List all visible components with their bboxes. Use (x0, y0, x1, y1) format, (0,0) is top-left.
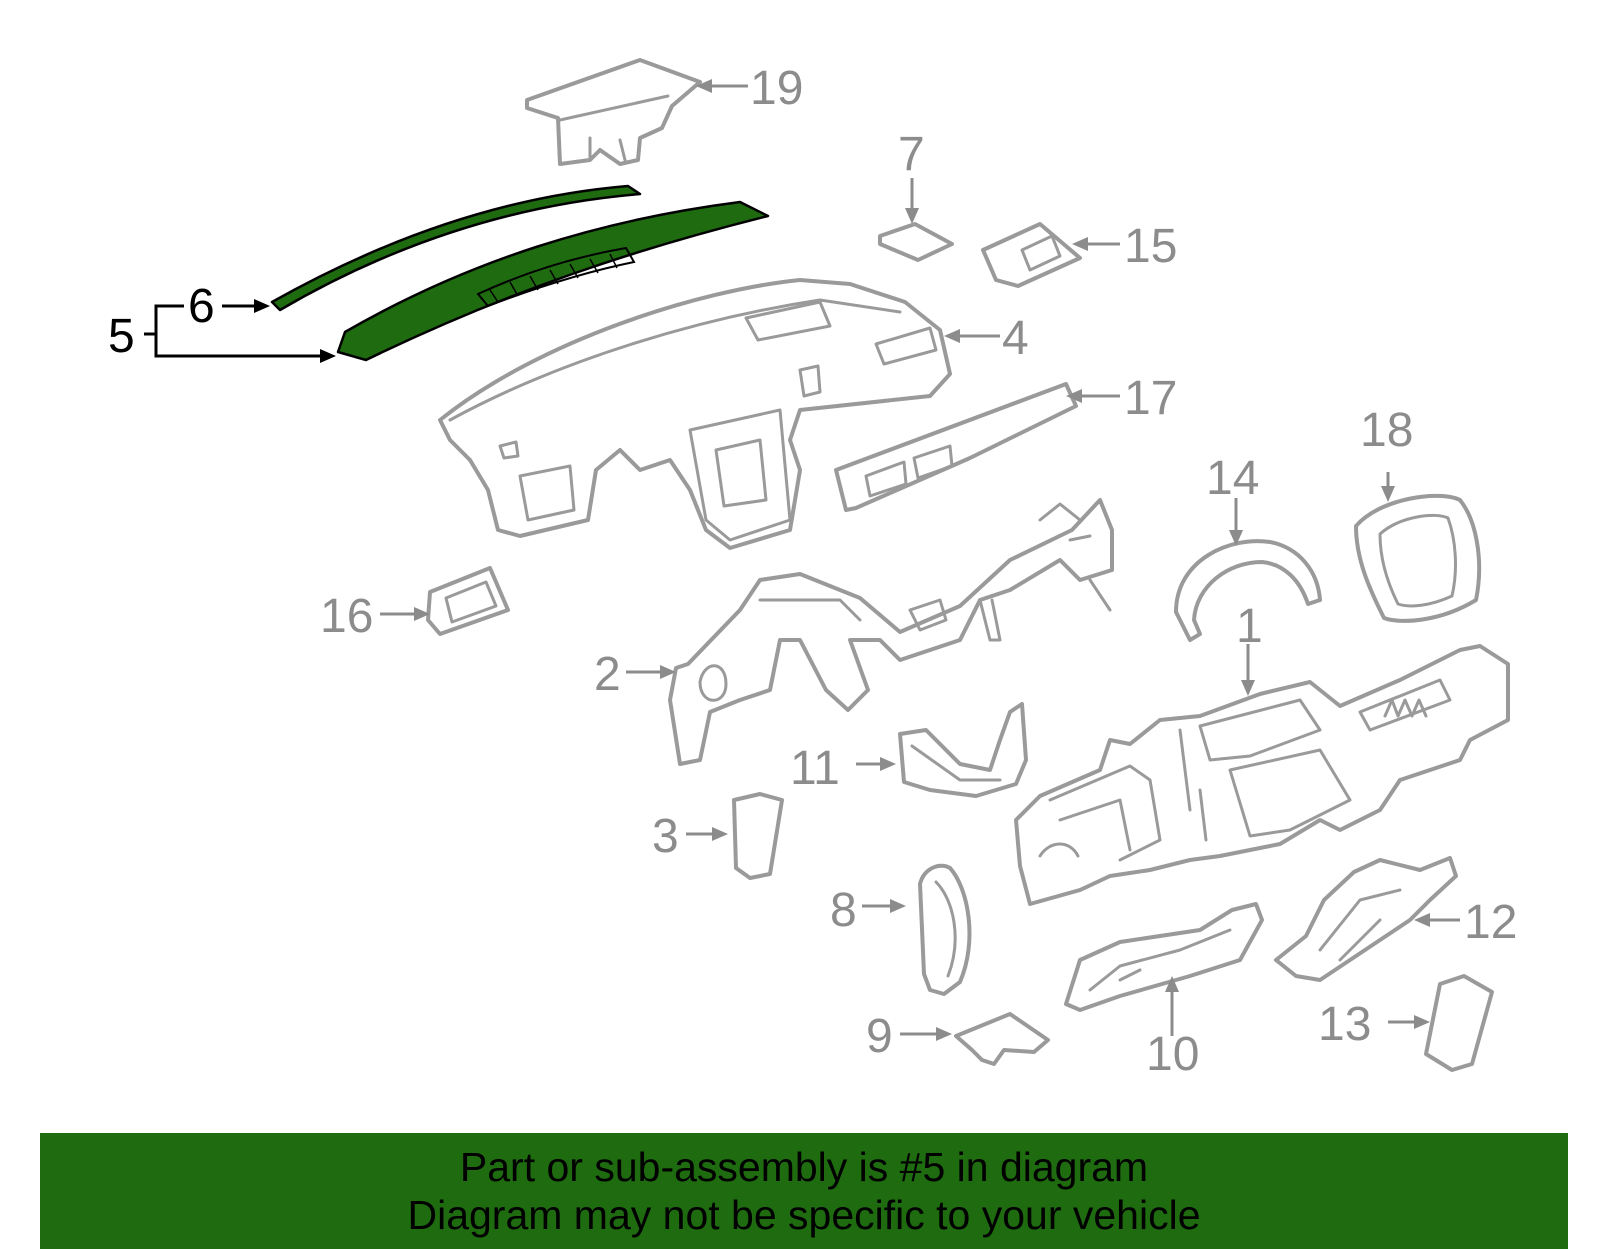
part-7-drawing (878, 222, 954, 262)
callout-13: 13 (1318, 998, 1371, 1051)
part-12-drawing (1274, 856, 1458, 982)
part-16-drawing (426, 566, 510, 636)
part-13-drawing (1424, 974, 1494, 1072)
part-5-pad (336, 200, 770, 362)
callout-1: 1 (1236, 600, 1263, 653)
banner-line-1: Part or sub-assembly is #5 in diagram (459, 1144, 1149, 1190)
callout-18: 18 (1360, 404, 1413, 457)
callout-2: 2 (594, 648, 621, 701)
part-3-drawing (732, 792, 784, 880)
leader-arrowheads (254, 79, 1430, 1041)
info-banner: Part or sub-assembly is #5 in diagram Di… (40, 1133, 1568, 1249)
part-17-drawing (834, 382, 1078, 512)
callout-10: 10 (1146, 1028, 1199, 1081)
callout-4: 4 (1002, 312, 1029, 365)
parts-diagram: 5 6 19 7 15 4 17 14 18 1 16 2 11 3 8 12 … (108, 58, 1517, 1081)
part-18-drawing (1354, 493, 1482, 623)
callout-15: 15 (1124, 220, 1177, 273)
part-2-drawing (668, 498, 1114, 766)
callout-9: 9 (866, 1010, 893, 1063)
part-19-drawing (525, 58, 702, 166)
callout-16: 16 (320, 590, 373, 643)
banner-line-2: Diagram may not be specific to your vehi… (407, 1192, 1201, 1238)
callout-17: 17 (1124, 372, 1177, 425)
part-11-drawing (898, 702, 1028, 798)
callout-19: 19 (750, 62, 803, 115)
part-4-drawing (438, 278, 952, 550)
callout-6: 6 (188, 280, 215, 333)
callout-11: 11 (790, 742, 840, 795)
callout-7: 7 (898, 128, 925, 181)
part-6-strip (270, 184, 642, 312)
callout-3: 3 (652, 810, 679, 863)
part-9-drawing (954, 1012, 1050, 1066)
part-14-drawing (1174, 539, 1322, 642)
callout-12: 12 (1464, 896, 1517, 949)
callout-5: 5 (108, 310, 135, 363)
part-8-drawing (918, 863, 972, 996)
part-10-drawing (1064, 902, 1264, 1012)
callout-14: 14 (1206, 452, 1259, 505)
callout-8: 8 (830, 884, 857, 937)
part-1-drawing (1014, 644, 1510, 906)
part-15-drawing (981, 222, 1082, 288)
